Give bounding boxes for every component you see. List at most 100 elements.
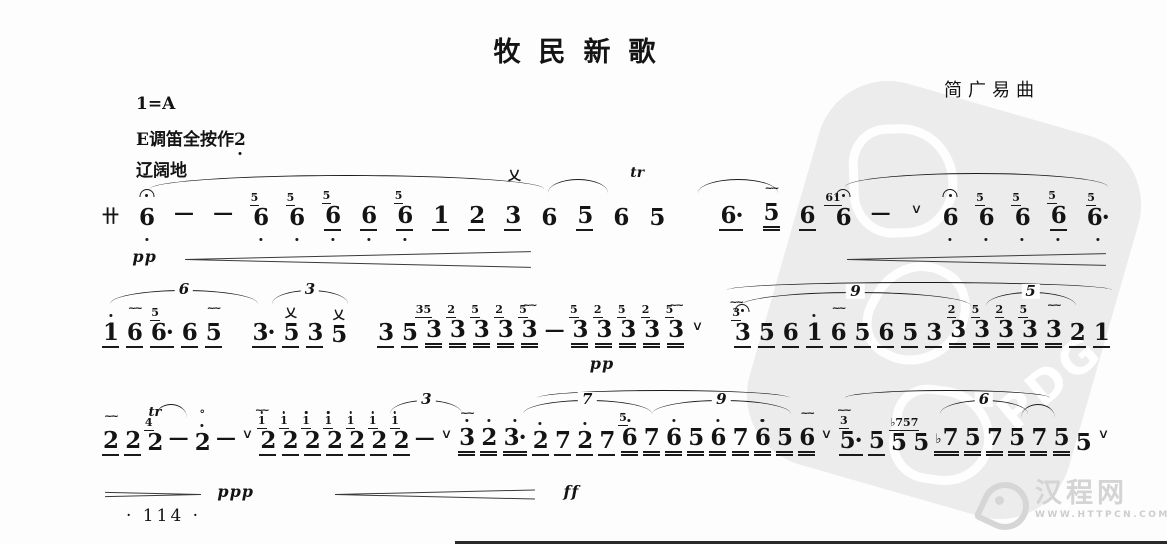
fermata-dot xyxy=(948,194,952,197)
note-digit-box: 2 xyxy=(392,429,410,456)
note-digit-box: ♭7 xyxy=(934,426,959,456)
grace-octave-dot xyxy=(304,411,308,414)
note-digit: 6 xyxy=(325,202,341,229)
note-digit-box: 3 xyxy=(619,318,636,348)
octave-dot-high xyxy=(671,419,676,423)
dynamic-label: ppp xyxy=(217,482,254,501)
note-digit: 5 xyxy=(763,199,780,226)
note-token: 6~~ xyxy=(125,304,143,348)
note-digit-box: 6 xyxy=(288,206,305,231)
slur-arc: 3 xyxy=(390,392,463,414)
grace-note: 5 xyxy=(150,306,160,321)
trill-icon: tr xyxy=(148,405,162,420)
note-digit-box: 3 xyxy=(667,318,684,348)
note-digit-box: 2 xyxy=(281,427,299,456)
fermata-dot xyxy=(145,194,149,197)
note-token: 6 xyxy=(665,419,682,456)
note-digit: 3 xyxy=(998,316,1014,343)
note-digit: 6· xyxy=(150,319,174,346)
grace-note: ♭757 xyxy=(889,416,920,431)
note-digit: 5 xyxy=(854,319,871,346)
note-digit-box: 5 xyxy=(648,206,665,231)
grace-note: 5 xyxy=(618,411,628,426)
tuplet-number: 6 xyxy=(974,392,994,407)
mordent-icon: ~~ xyxy=(206,303,222,314)
dash-note: — xyxy=(544,317,565,341)
note-token: 7 xyxy=(731,424,749,456)
tuplet-number: 9 xyxy=(846,284,865,299)
note-digit-box: 2 xyxy=(325,429,343,456)
octave-dot-low xyxy=(1056,237,1060,241)
dash-note: — xyxy=(414,425,435,449)
grace-note: 5 xyxy=(970,303,981,318)
site-name: 汉程网 xyxy=(1035,478,1128,509)
note-digit: 2 xyxy=(532,427,549,454)
note-digit: 5 xyxy=(891,429,907,456)
note-token: 6·5 xyxy=(1086,191,1110,241)
note-digit-box: 6 xyxy=(798,426,815,456)
note-digit-box: 2 xyxy=(468,204,485,231)
note-digit: 7 xyxy=(732,424,749,451)
note-token: 3 xyxy=(306,321,323,348)
note-digit-box: 3 xyxy=(306,321,323,348)
note-token: 3~~ xyxy=(458,409,475,456)
note-digit-box: 2 xyxy=(146,431,163,456)
octave-dot-low xyxy=(144,237,149,241)
note-digit: 1 xyxy=(433,202,449,229)
note-digit-box: 3 xyxy=(458,426,475,456)
note-token: 3~~ xyxy=(1044,301,1062,348)
note-digit-box: 5 xyxy=(576,204,593,231)
grace-note: 2 xyxy=(446,303,457,318)
note-digit-box: 6 xyxy=(1049,204,1067,231)
note-token: 5 xyxy=(576,204,593,231)
slur-arc xyxy=(154,404,188,418)
slur-arc: 7 xyxy=(523,392,652,414)
note-digit-box: 6 xyxy=(753,426,771,456)
note-digit-box: 5 xyxy=(912,431,929,456)
note-digit-box: 6 xyxy=(942,206,959,231)
note-digit: 3· xyxy=(503,424,527,451)
note-token: 1 xyxy=(432,204,449,231)
note-token: 5 xyxy=(776,426,793,456)
note-digit: 2 xyxy=(469,202,485,229)
octave-dot-high xyxy=(538,422,542,426)
low-note-digit: 2 xyxy=(233,130,246,150)
note-digit: 6· xyxy=(1086,204,1110,231)
low-octave-note: 2 xyxy=(233,130,246,155)
fermata-icon xyxy=(139,189,155,197)
composer-credit: 简广易曲 xyxy=(944,80,1040,101)
note-digit: 6 xyxy=(978,204,995,231)
note-digit: 6 xyxy=(830,319,847,346)
note-digit-box: 6 xyxy=(829,319,847,348)
grace-octave-dot xyxy=(371,411,374,414)
free-meter-symbol: 卄 xyxy=(102,207,119,227)
dynamic-label: pp xyxy=(132,247,157,266)
note-digit-box: 2 xyxy=(370,429,387,456)
note-digit: 2 xyxy=(103,427,119,454)
grace-octave-dot xyxy=(282,411,286,414)
note-digit-box: 6· xyxy=(149,319,174,348)
note-digit: 2 xyxy=(282,427,299,454)
grace-note: 2 xyxy=(494,303,504,318)
grace-note: 5 xyxy=(1011,191,1021,206)
note-token: 6 xyxy=(540,206,557,231)
grace-octave-dot xyxy=(327,411,330,414)
octave-dot-high xyxy=(465,419,469,423)
note-digit-box: 6 xyxy=(252,206,269,231)
note-digit: 3 xyxy=(449,316,466,343)
note-digit: 3 xyxy=(974,316,990,343)
note-digit: 7 xyxy=(643,424,660,451)
breath-mark: ∨ xyxy=(691,319,704,334)
note-token: 5·3~~ xyxy=(837,406,863,456)
note-digit: 5 xyxy=(688,424,704,451)
note-token: 6 xyxy=(612,206,629,231)
